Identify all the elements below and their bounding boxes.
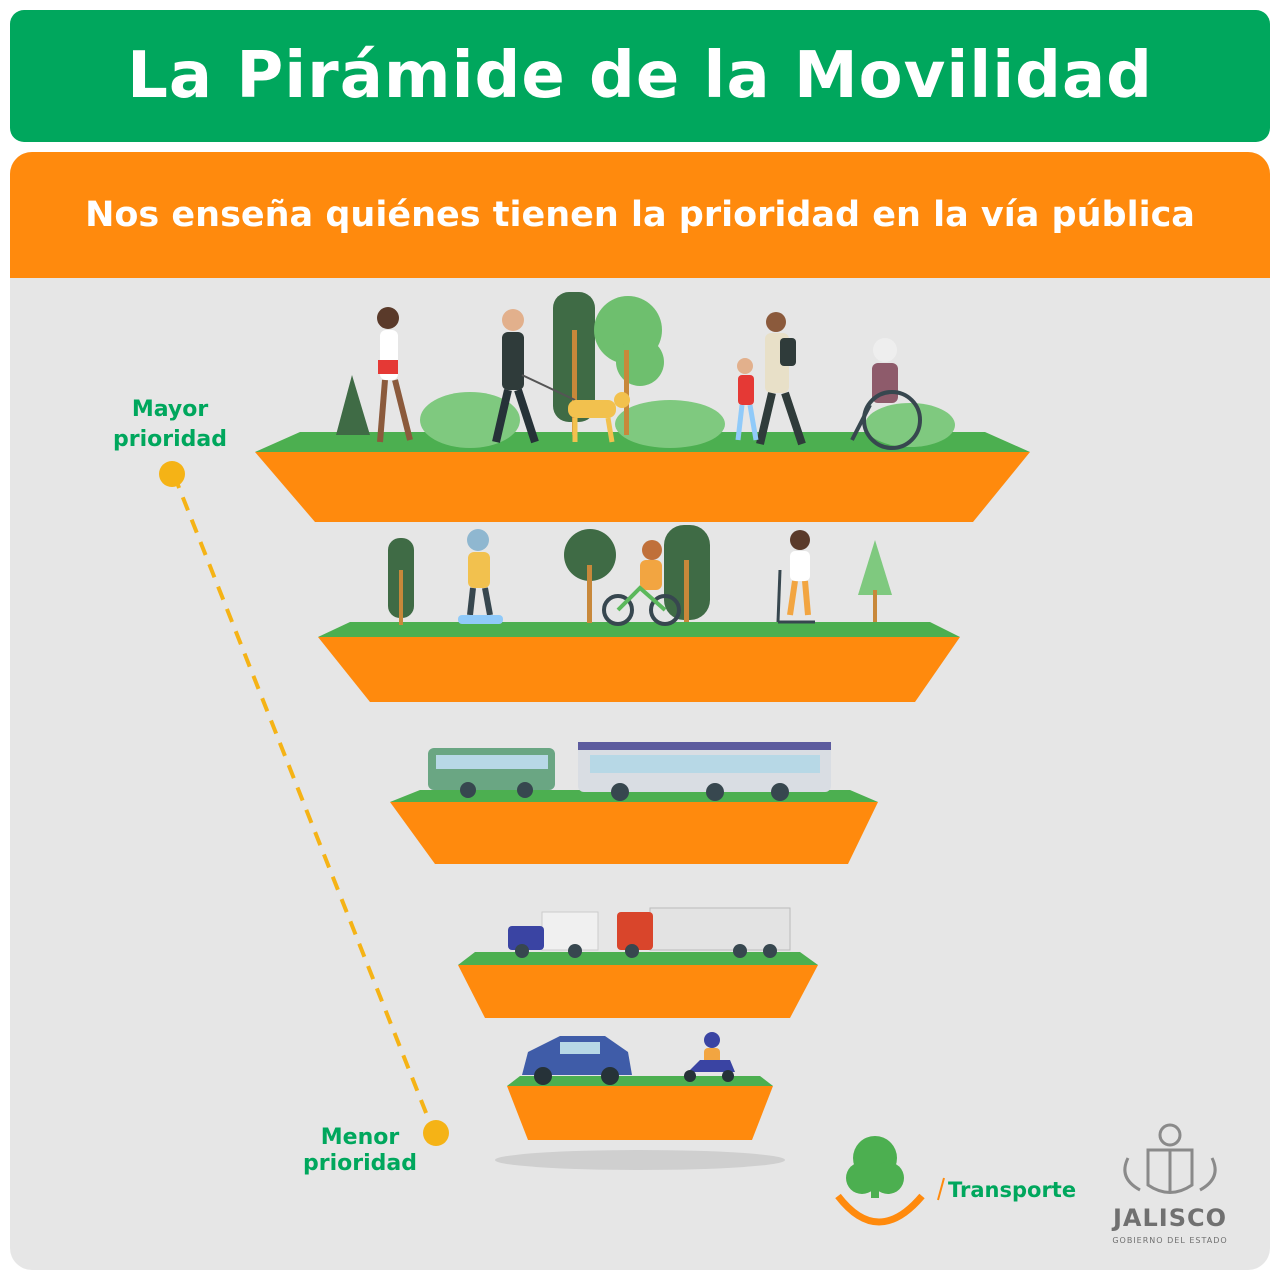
transport-logo-icon [835,1136,945,1226]
jalisco-gobierno-text: GOBIERNO DEL ESTADO [1112,1236,1228,1245]
wheelchair-user-icon [850,338,922,450]
woman-with-dog-icon [377,307,413,443]
subtitle-banner: Nos enseña quiénes tienen la prioridad e… [10,152,1270,278]
page-title: La Pirámide de la Movilidad [127,39,1153,113]
tree-icon [858,540,892,622]
tier-2-cyclists [318,525,960,702]
page-subtitle: Nos enseña quiénes tienen la prioridad e… [85,195,1195,235]
top-priority-label-line2: prioridad [113,427,227,452]
top-priority-label-line1: Mayor [131,397,209,422]
top-priority-label: Mayor prioridad [100,395,240,455]
articulated-bus-icon [578,742,831,801]
semi-truck-icon [617,907,791,958]
car-icon [522,1036,632,1085]
bottom-priority-label-line1: Menor [320,1125,400,1150]
tier-5-private-vehicles [495,1032,785,1170]
tier-4-freight [458,907,818,1018]
bus-icon [428,748,555,798]
tier-3-public-transport [390,742,878,864]
mother-and-child-icon [735,312,806,446]
delivery-truck-icon [508,911,599,958]
bottom-priority-dot [423,1120,449,1146]
tree-icon [664,525,710,622]
scooter-rider-icon [776,530,815,624]
title-banner: La Pirámide de la Movilidad [10,10,1270,142]
tree-icon [553,292,595,435]
tier-1-pedestrians [255,292,1030,522]
priority-scale-line [172,474,436,1134]
motorcycle-icon [684,1032,735,1082]
tree-icon [388,538,414,625]
jalisco-seal-icon [1123,1123,1217,1194]
tree-icon [336,375,370,435]
bottom-priority-label: Menor prioridad [290,1125,430,1177]
jalisco-brand-text: JALISCO [1112,1204,1228,1232]
hoverboard-rider-icon [458,529,503,624]
tree-icon [564,529,616,623]
top-priority-dot [159,461,185,487]
bottom-priority-label-line2: prioridad [303,1151,417,1176]
transport-brand-text: Transporte [948,1178,1077,1202]
cyclist-icon [602,540,681,626]
tree-icon [594,296,664,435]
man-walking-dog-icon [492,309,630,444]
